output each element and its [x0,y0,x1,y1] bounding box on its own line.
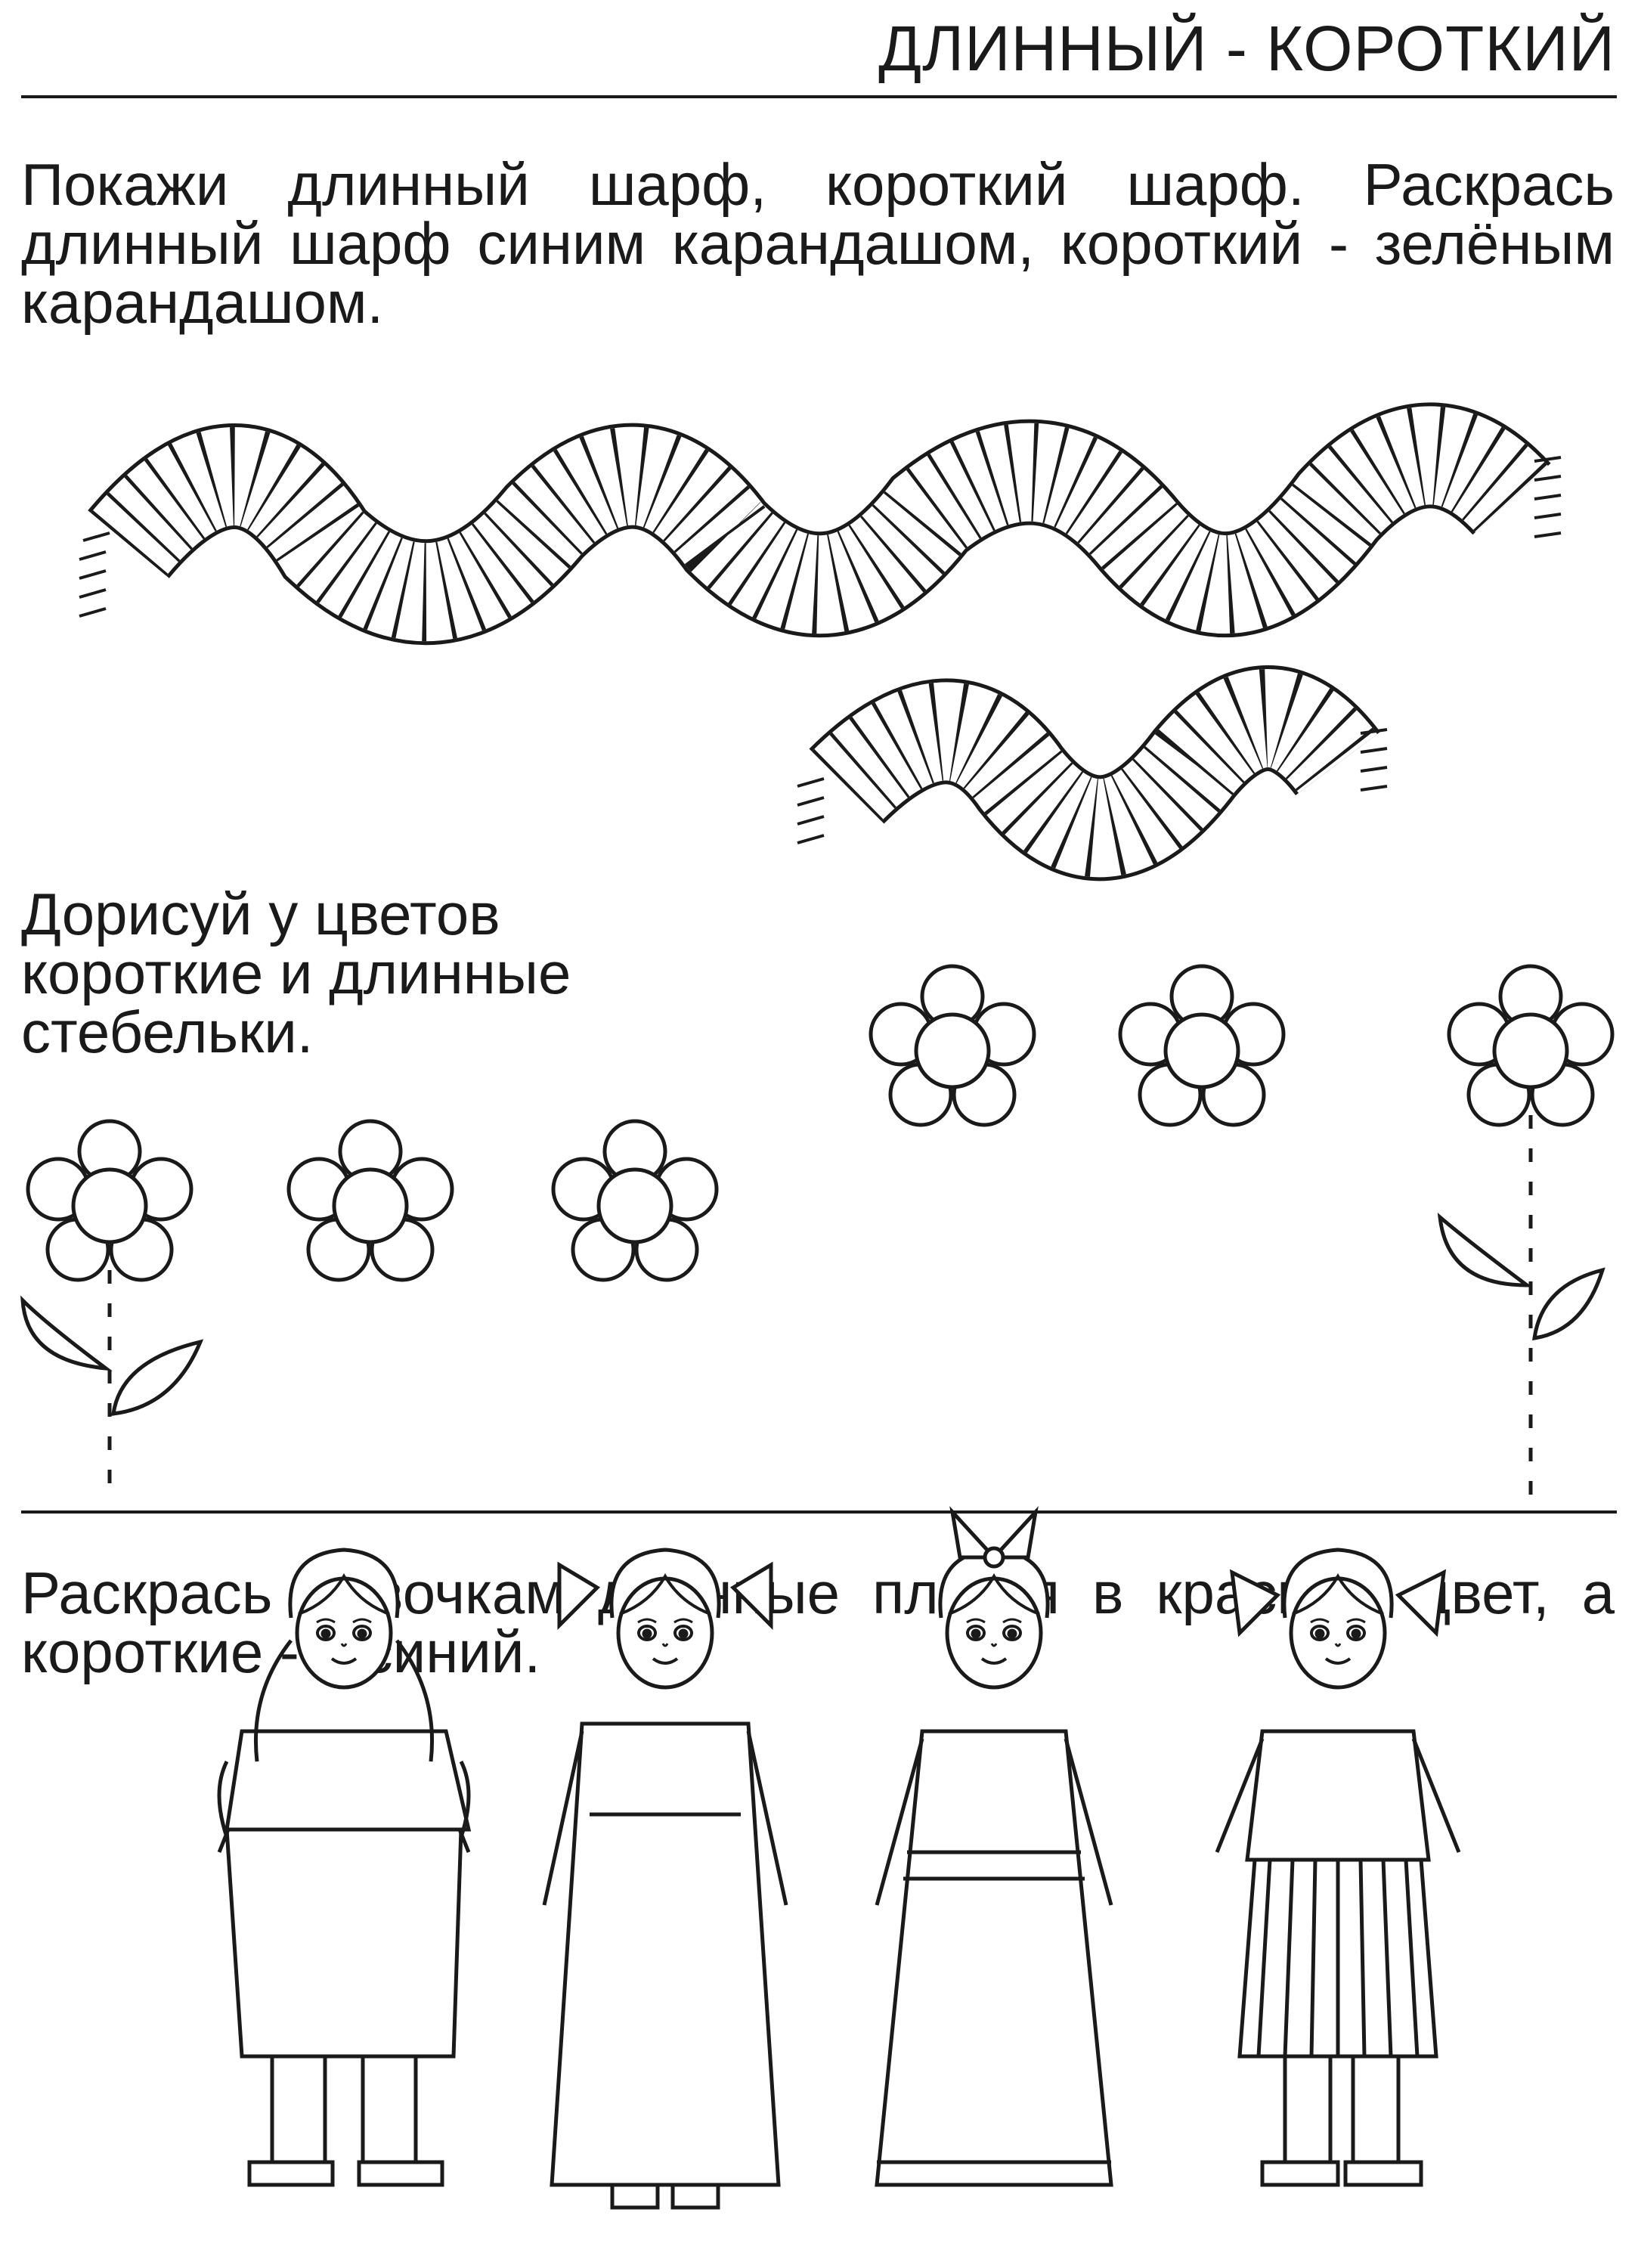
flower-3 [1449,966,1612,1125]
section-divider [21,1510,1617,1514]
task-flowers-instruction: Дорисуй у цветов короткие и длинные стеб… [21,881,571,1065]
task-scarves-instruction: Покажи длинный шарф, короткий шарф. Раск… [21,151,1615,336]
hair-bow-icon [949,1506,1039,1569]
header-divider [21,95,1617,98]
flower-2 [1120,966,1283,1125]
girl-long-dress-2 [875,1506,1113,2187]
long-scarf [79,402,1562,646]
page-title: ДЛИННЫЙ - КОРОТКИЙ [878,13,1615,84]
short-scarf [797,665,1388,881]
scarf-fringe-right [1534,456,1562,538]
girl-short-pleated-skirt [1215,1550,1461,2187]
leaf-left [20,1295,204,1416]
flower-5 [289,1121,452,1280]
flower-4 [28,1121,191,1280]
flower-1 [871,966,1034,1125]
scarf-fringe-left [79,531,110,618]
girl-long-dress [542,1550,788,2210]
flower-6 [553,1121,717,1280]
hair-bow-icon [1229,1569,1447,1637]
hair-bow-icon [557,1561,773,1631]
girl-short-dress [217,1550,472,2187]
leaf-right [1437,1212,1605,1340]
